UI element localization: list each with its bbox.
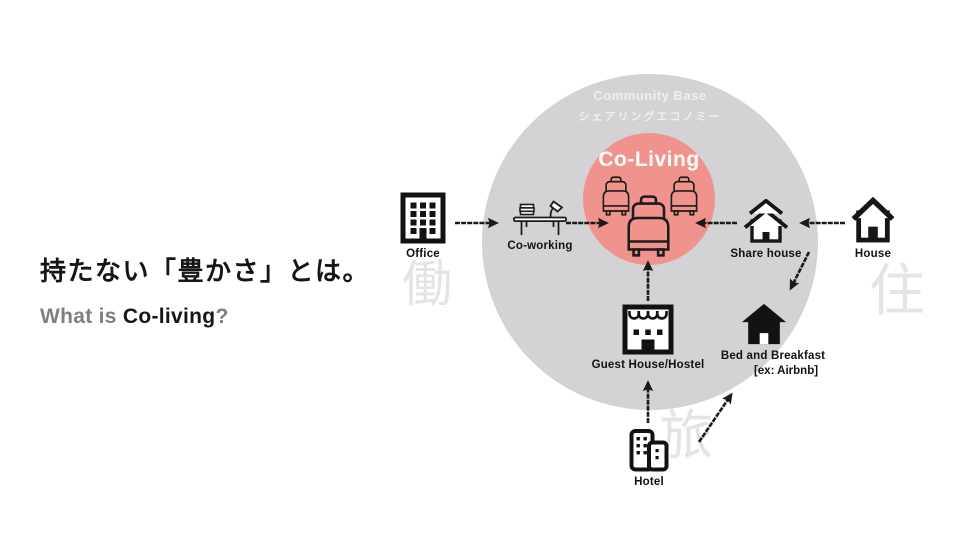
bnb-house-icon xyxy=(740,302,788,346)
node-label: Bed and Breakfast xyxy=(720,350,826,362)
node-label: House xyxy=(854,248,892,260)
watermark-work-kanji: 働 xyxy=(402,256,452,312)
watermark-live-kanji: 住 xyxy=(869,259,925,322)
node-label: Office xyxy=(406,248,440,260)
node-label: Hotel xyxy=(634,476,664,488)
community-circle-subtitle: シェアリングエコノミー xyxy=(578,111,722,123)
bed-icon xyxy=(625,195,672,262)
node-sublabel: [ex: Airbnb] xyxy=(753,365,819,377)
node-label: Share house xyxy=(730,248,802,260)
node-guest-house: Guest House/Hostel xyxy=(592,304,704,371)
headline-en-emphasis: Co-living xyxy=(122,305,216,328)
node-hotel: Hotel xyxy=(629,426,669,488)
headline-en-suffix: ? xyxy=(215,305,229,328)
storefront-icon xyxy=(622,304,674,355)
house-icon xyxy=(851,195,895,244)
node-label: Guest House/Hostel xyxy=(591,359,705,371)
coliving-title: Co-Living xyxy=(598,148,700,171)
node-bed-and-breakfast: Bed and Breakfast [ex: Airbnb] xyxy=(721,302,825,377)
node-house: House xyxy=(851,195,895,260)
node-office: Office xyxy=(391,192,455,260)
share-house-icon xyxy=(742,199,790,244)
office-building-icon xyxy=(400,192,446,244)
hotel-buildings-icon xyxy=(629,426,669,472)
node-share-house: Share house xyxy=(730,199,801,260)
bed-icon xyxy=(601,176,631,221)
node-coworking: Co-working xyxy=(505,198,575,252)
node-label: Co-working xyxy=(507,240,573,252)
headline-japanese: 持たない「豊かさ」とは。 xyxy=(40,256,371,286)
community-circle-title: Community Base xyxy=(593,88,707,103)
coworking-desk-icon xyxy=(512,198,568,236)
bed-icon xyxy=(669,176,699,221)
headline-english: What is Co-living? xyxy=(40,305,229,329)
headline-en-prefix: What is xyxy=(40,305,123,328)
